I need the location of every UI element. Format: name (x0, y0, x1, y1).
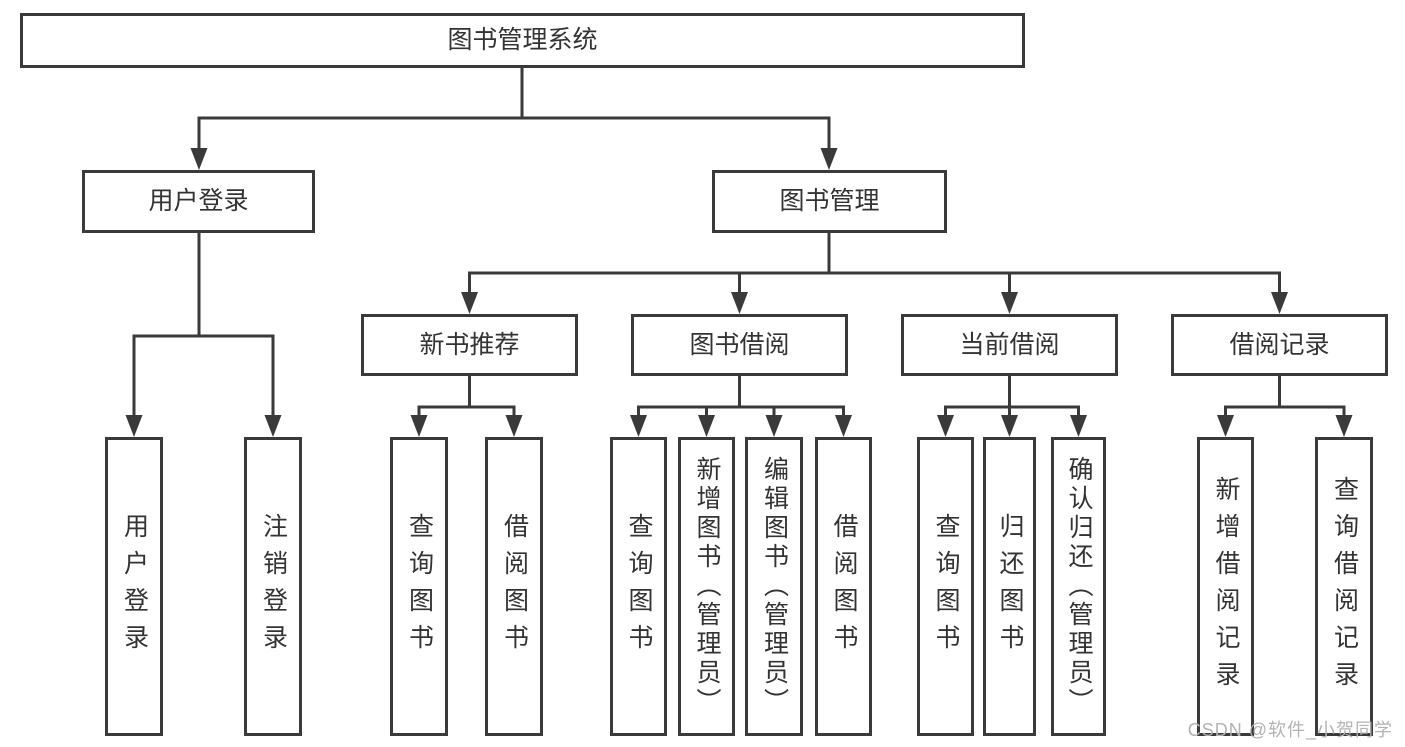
node-borrow-records: 借阅记录 (1171, 314, 1388, 376)
leaf-query-books-current: 查询图书 (917, 437, 974, 736)
leaf-logout: 注销登录 (244, 437, 302, 736)
node-root-library-system: 图书管理系统 (20, 13, 1025, 68)
arrowheads (125, 148, 1353, 437)
leaf-confirm-return-admin: 确认归还（管理员） (1051, 437, 1106, 736)
leaf-query-books-borrow: 查询图书 (610, 437, 667, 736)
leaf-borrow-books-recommend: 借阅图书 (485, 437, 543, 736)
node-current-borrowing: 当前借阅 (901, 314, 1118, 376)
leaf-add-borrow-record: 新增借阅记录 (1197, 437, 1254, 736)
csdn-watermark: CSDN @软件_小贺同学 (1187, 720, 1393, 740)
leaf-user-login: 用户登录 (105, 437, 163, 736)
leaf-query-books-recommend: 查询图书 (390, 437, 448, 736)
leaf-borrow-books: 借阅图书 (815, 437, 872, 736)
node-book-management: 图书管理 (712, 170, 947, 233)
leaf-add-book-admin: 新增图书（管理员） (678, 437, 735, 736)
leaf-return-book: 归还图书 (983, 437, 1036, 736)
node-book-borrowing: 图书借阅 (631, 314, 848, 376)
node-new-book-recommend: 新书推荐 (361, 314, 578, 376)
node-user-login: 用户登录 (82, 170, 315, 233)
leaf-query-borrow-record: 查询借阅记录 (1315, 437, 1373, 736)
leaf-edit-book-admin: 编辑图书（管理员） (745, 437, 803, 736)
